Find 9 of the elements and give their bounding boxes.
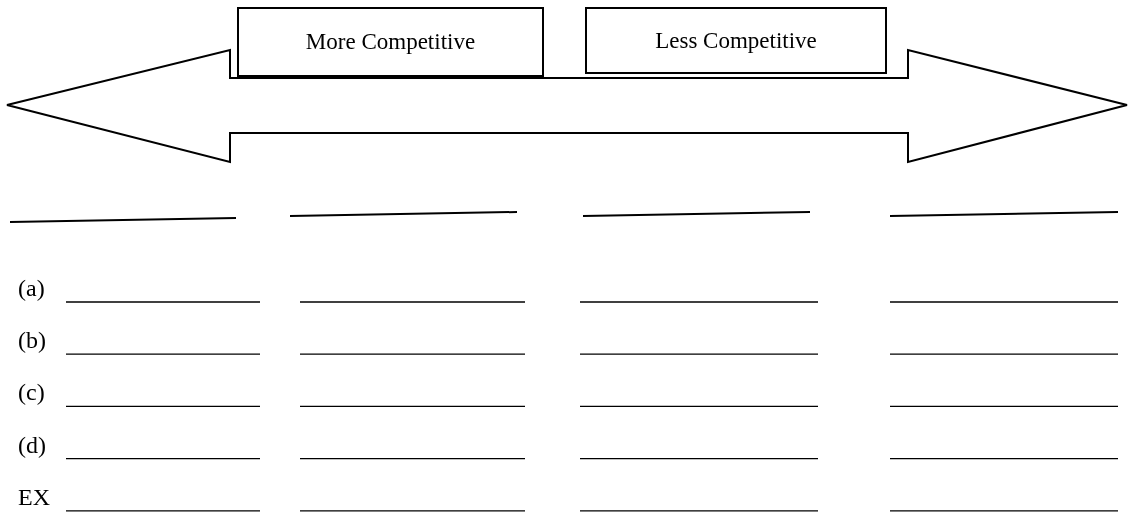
label-box bbox=[585, 7, 887, 74]
row-label: (c) bbox=[18, 378, 45, 407]
row-label: EX bbox=[18, 482, 50, 511]
label-box bbox=[237, 7, 544, 77]
row-label: (b) bbox=[18, 326, 46, 355]
box-label: More Competitive bbox=[305, 29, 476, 55]
row-label: (d) bbox=[18, 430, 46, 459]
row-label: (a) bbox=[18, 274, 45, 302]
box-label: Less Competitive bbox=[655, 27, 817, 54]
